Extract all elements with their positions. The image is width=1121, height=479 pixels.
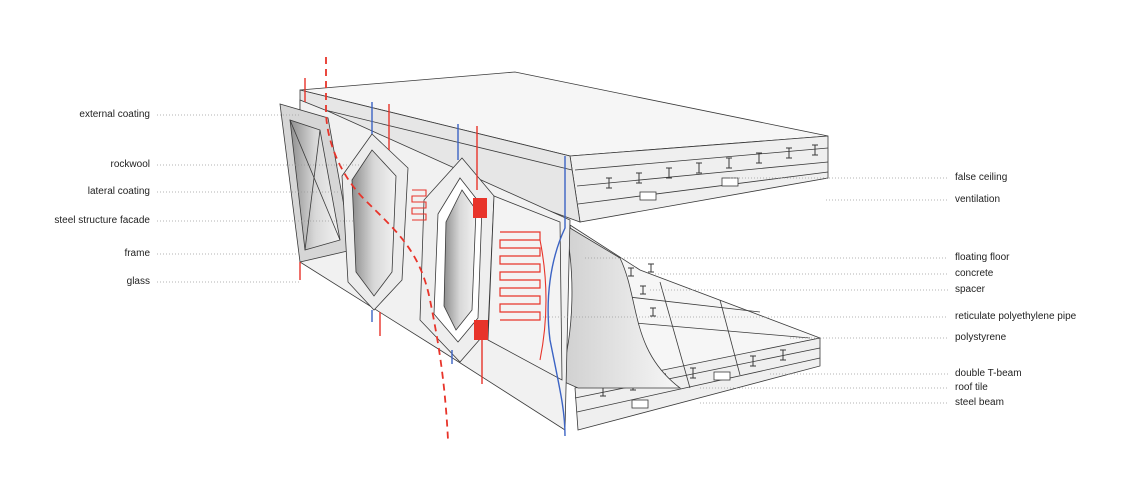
section-cut-line [325, 57, 449, 441]
label-ventilation: ventilation [955, 194, 1001, 205]
label-steel-beam: steel beam [955, 397, 1004, 408]
label-false-ceiling: false ceiling [955, 172, 1008, 183]
label-steel-structure-facade: steel structure facade [54, 215, 150, 226]
label-lateral-coating: lateral coating [87, 186, 150, 197]
reticulate-pipe-coil [499, 231, 541, 321]
facade-panel-1 [279, 103, 353, 263]
vertical-pipes [299, 78, 566, 437]
rockwool-pipe-coil [411, 189, 427, 221]
label-concrete: concrete [955, 268, 994, 279]
label-rockwool: rockwool [110, 159, 150, 170]
label-floating-floor: floating floor [955, 252, 1010, 263]
label-roof-tile: roof tile [955, 382, 988, 393]
label-double-t-beam: double T-beam [955, 368, 1022, 379]
label-reticulate-polyethylene-pipe: reticulate polyethylene pipe [955, 311, 1077, 322]
label-spacer: spacer [955, 284, 986, 295]
curved-inner-wall [559, 224, 682, 389]
leader-lines [157, 114, 948, 404]
label-polystyrene: polystyrene [955, 332, 1007, 343]
upper-slab [299, 71, 829, 223]
lower-ducts [631, 371, 731, 409]
red-connector-top [473, 198, 487, 218]
label-glass: glass [126, 276, 150, 287]
label-frame: frame [124, 248, 150, 259]
label-external-coating: external coating [79, 109, 150, 120]
facade-panel-2 [341, 133, 409, 311]
upper-ibeams [606, 144, 818, 189]
red-connector-bottom [474, 320, 488, 340]
